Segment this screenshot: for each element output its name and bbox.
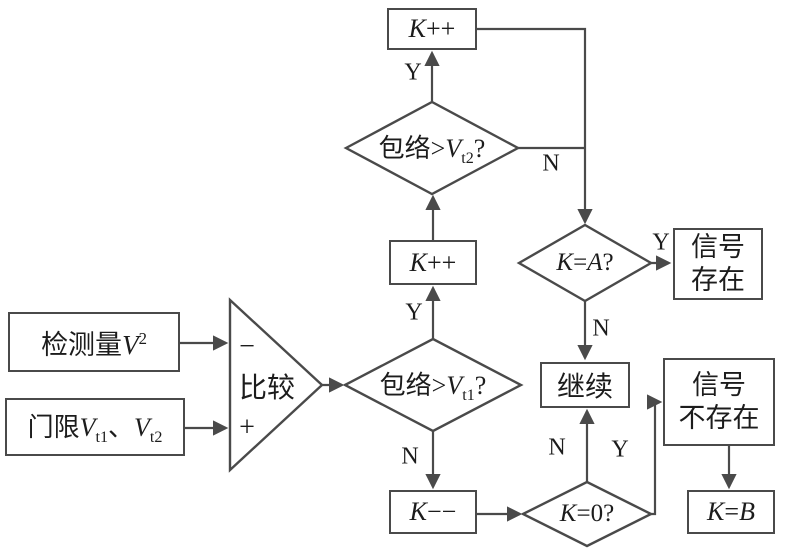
variable-vt1: V: [79, 412, 96, 442]
question-mark: ?: [474, 370, 487, 400]
arrow-k-equals-0-yes-to-signal-absent: [646, 394, 663, 516]
input-box-thresholds: 门限Vt1、Vt2: [5, 398, 185, 456]
input-box-detection-quantity: 检测量V2: [8, 312, 180, 372]
variable-v: V: [445, 133, 462, 163]
decision-label-envelope-vt2: 包络>Vt2?: [379, 128, 486, 168]
variable-k: K: [707, 497, 725, 526]
question-mark: ?: [473, 133, 486, 163]
branch-label-vt2-yes: Y: [404, 59, 422, 86]
question-mark: ?: [603, 500, 615, 527]
variable-b: B: [739, 497, 755, 526]
branch-label-keq0-yes: Y: [611, 436, 629, 463]
subscript-t1: t1: [462, 387, 475, 405]
branch-label-vt1-no: N: [401, 443, 419, 470]
decision-diamond-envelope-vt1: [342, 337, 524, 433]
separator: 、: [108, 412, 135, 442]
comparator-triangle: [228, 297, 324, 473]
variable-v: V: [122, 329, 139, 360]
process-box-k-decrement: K−−: [389, 490, 477, 534]
envelope-label: 包络>: [379, 370, 447, 400]
subscript-t2: t2: [149, 429, 163, 447]
branch-label-keqa-no: N: [592, 315, 610, 342]
decision-label-k-equals-a: K=A?: [556, 249, 613, 277]
subscript-t1: t1: [95, 429, 108, 447]
decision-diamond-k-equals-0: [520, 480, 654, 548]
decision-label-k-equals-0: K=0?: [560, 500, 614, 528]
branch-label-keqa-yes: Y: [652, 229, 670, 256]
variable-k: K: [408, 14, 426, 43]
comparator-label: 比较: [239, 366, 295, 406]
comparator-plus-input: +: [239, 412, 255, 444]
signal-absent-line2: 不存在: [678, 403, 760, 433]
decision-diamond-k-equals-a: [516, 223, 654, 303]
envelope-label: 包络>: [378, 133, 446, 163]
process-box-continue: 继续: [540, 362, 630, 408]
question-mark: ?: [602, 249, 614, 276]
process-box-k-increment-top: K++: [387, 8, 477, 50]
signal-absent-line1: 信号: [692, 370, 746, 401]
increment-operator: ++: [427, 247, 457, 277]
branch-label-keq0-no: N: [548, 434, 566, 461]
decision-diamond-envelope-vt2: [343, 100, 521, 196]
result-box-signal-absent: 信号不存在: [663, 358, 775, 446]
result-box-signal-exists: 信号存在: [673, 228, 763, 300]
process-box-k-increment-mid: K++: [389, 240, 477, 285]
signal-exists-line1: 信号: [691, 232, 745, 263]
continue-label: 继续: [556, 372, 613, 403]
comparator-minus-input: −: [239, 331, 255, 363]
variable-k: K: [409, 497, 427, 526]
compare-text: 比较: [238, 373, 296, 404]
value-0: 0: [590, 500, 604, 527]
variable-a: A: [587, 249, 603, 276]
signal-exists-line2: 存在: [691, 265, 745, 295]
superscript-2: 2: [138, 328, 147, 348]
variable-k: K: [409, 247, 427, 277]
equals-sign: =: [724, 497, 740, 526]
decision-label-envelope-vt1: 包络>Vt1?: [380, 365, 487, 405]
threshold-label: 门限: [27, 412, 80, 442]
variable-v: V: [446, 370, 463, 400]
variable-k: K: [556, 249, 574, 276]
variable-vt2: V: [134, 412, 150, 442]
detect-label: 检测量: [41, 329, 123, 360]
shapes: [228, 100, 654, 548]
subscript-t2: t2: [461, 150, 474, 168]
arrow-k-increment-top-to-k-equals-a: [477, 27, 593, 225]
equals-sign: =: [576, 500, 591, 527]
plus-sign: +: [239, 412, 255, 443]
branch-label-vt1-yes: Y: [405, 299, 423, 326]
variable-k: K: [559, 500, 577, 527]
increment-operator: ++: [426, 14, 456, 43]
process-box-k-equals-b: K=B: [687, 490, 775, 534]
branch-label-vt2-no: N: [542, 150, 560, 177]
decrement-operator: −−: [427, 497, 457, 526]
minus-sign: −: [239, 331, 255, 362]
equals-sign: =: [573, 249, 588, 276]
